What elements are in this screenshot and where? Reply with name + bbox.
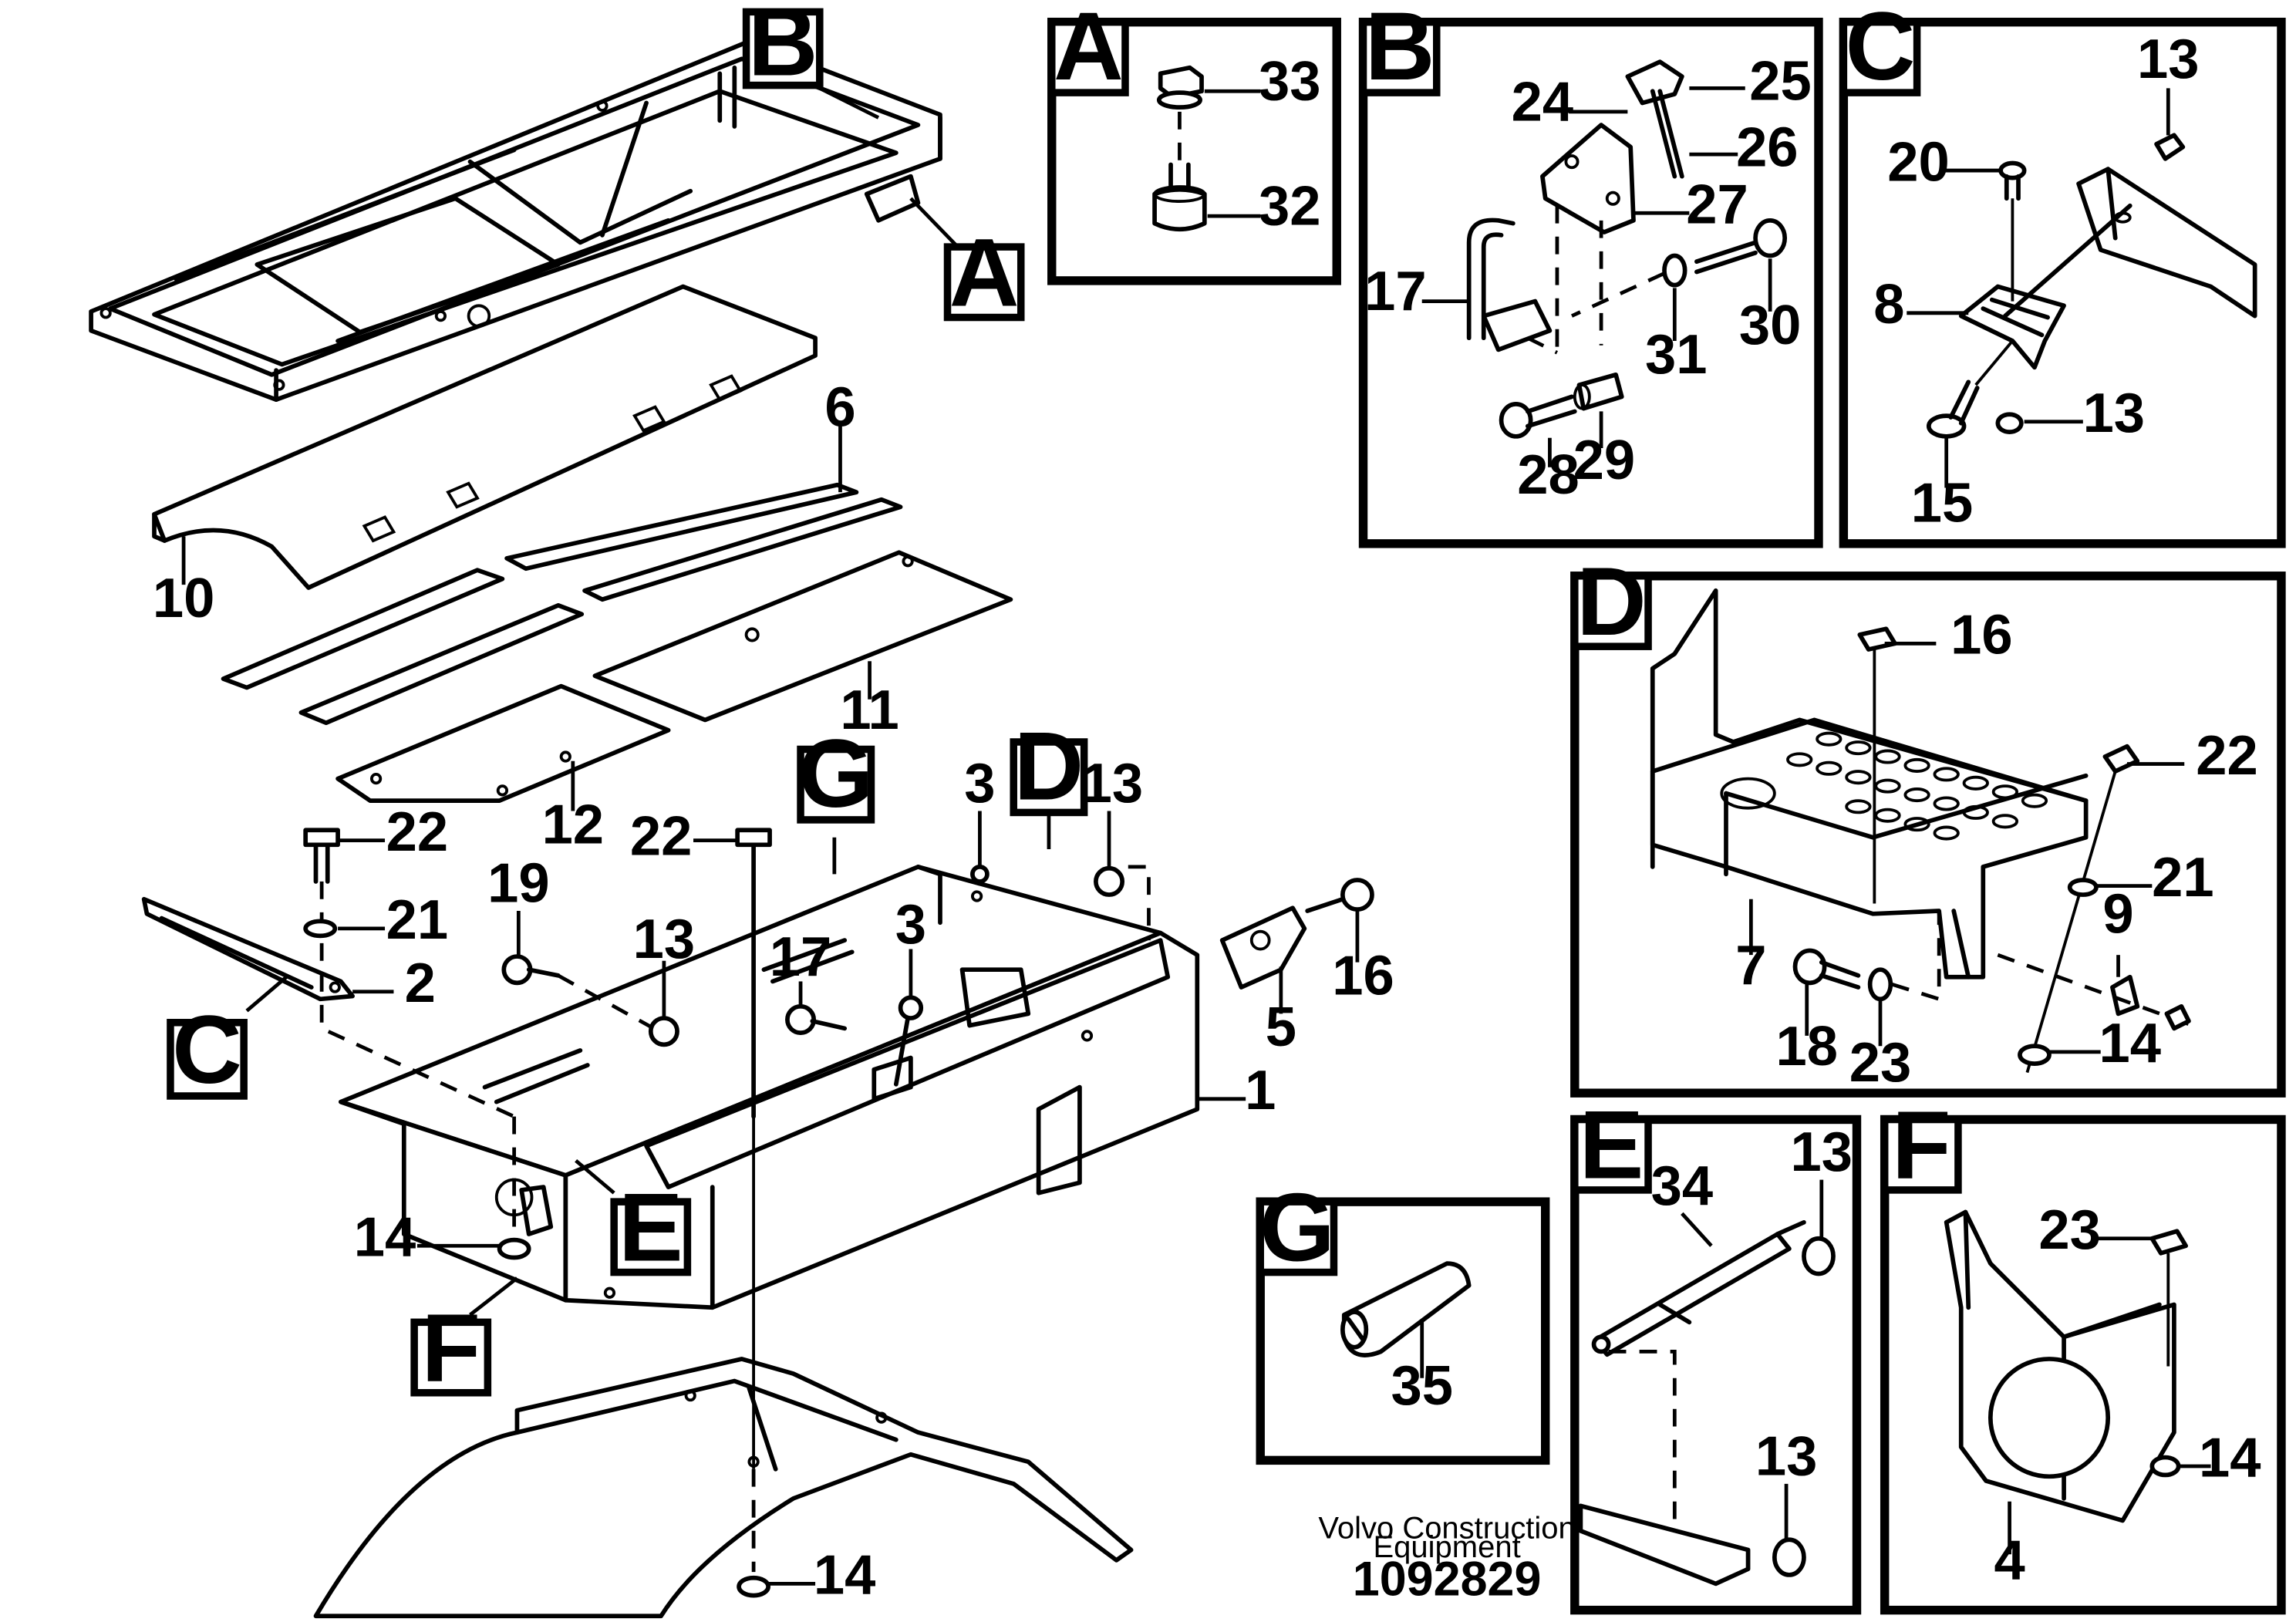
floor-plate-11 (592, 550, 1013, 723)
part-label: 7 (1735, 934, 1766, 996)
part-label: 35 (1391, 1354, 1453, 1417)
part-label: 13 (2137, 28, 2200, 90)
callout-F: F (410, 1293, 492, 1402)
seal-strips (221, 482, 903, 726)
detail-view-C: C 13 20 8 13 15 (1839, 0, 2286, 548)
part-label: 3 (964, 752, 995, 814)
part-label: 5 (1266, 996, 1296, 1058)
part-label: 15 (1911, 471, 1974, 534)
part-label: 14 (2099, 1012, 2162, 1074)
plate-12 (335, 683, 671, 804)
detail-view-D: D (1570, 547, 2286, 1098)
svg-text:G: G (798, 719, 874, 828)
part-label: 26 (1736, 116, 1799, 178)
detail-view-G: G 35 (1256, 1172, 1550, 1465)
svg-text:D: D (1576, 547, 1647, 656)
part-label: 14 (2199, 1426, 2261, 1489)
part-label: 13 (1755, 1425, 1818, 1487)
part-label: 11 (840, 679, 899, 741)
svg-text:E: E (1580, 1091, 1644, 1199)
part-label: 13 (633, 908, 696, 970)
part-label: 23 (2038, 1199, 2101, 1261)
drawing-number: 1092829 (1353, 1553, 1542, 1607)
part-label: 33 (1259, 50, 1321, 113)
callout-B: B (742, 0, 824, 96)
svg-text:A: A (1054, 0, 1124, 100)
svg-text:G: G (1259, 1172, 1335, 1281)
part-label: 21 (386, 889, 449, 951)
part-label: 17 (770, 926, 832, 988)
bracket-5 (1219, 905, 1307, 990)
part-label: 8 (1873, 273, 1904, 336)
part-label: 22 (2196, 724, 2258, 787)
part-label: 1 (1245, 1059, 1276, 1121)
part-label: 17 (1364, 260, 1427, 322)
main-part-numbers: 6 10 11 12 22 21 2 22 19 13 17 3 3 13 16… (153, 376, 1394, 1606)
part-label: 27 (1686, 174, 1748, 236)
part-label: 25 (1749, 50, 1812, 113)
frame-base (313, 1357, 1134, 1619)
callout-G: G (797, 719, 875, 828)
main-fasteners (303, 828, 1374, 1598)
part-label: 12 (542, 793, 605, 855)
main-leaders (181, 80, 1360, 1586)
cover-plate-10 (152, 284, 818, 590)
part-label: 13 (2083, 382, 2146, 444)
part-label: 16 (1950, 604, 2013, 666)
footer-company-line2: Equipment (1374, 1530, 1521, 1564)
part-label: 19 (487, 852, 550, 915)
part-label: 29 (1573, 429, 1636, 491)
callout-A: A (943, 218, 1025, 326)
footer-company: Volvo Construction (1318, 1511, 1575, 1545)
part-label: 14 (354, 1206, 416, 1269)
svg-text:C: C (172, 995, 242, 1104)
part-label: 22 (386, 801, 449, 863)
detail-view-A: A 33 32 (1047, 0, 1341, 285)
svg-text:F: F (1892, 1091, 1951, 1199)
svg-text:B: B (1365, 0, 1435, 100)
part-label: 6 (824, 376, 855, 438)
part-label: 3 (895, 893, 926, 956)
part-label: 30 (1739, 294, 1802, 356)
part-label: 13 (1081, 752, 1144, 814)
svg-text:F: F (421, 1293, 480, 1402)
perforations (1786, 731, 2048, 841)
detail-view-B: B 24 25 26 27 1 (1358, 0, 1823, 548)
svg-text:B: B (748, 0, 818, 96)
bracket-2 (141, 896, 355, 1002)
detail-view-E: E 34 13 13 (1570, 1091, 1862, 1615)
detail-view-F: F 23 14 4 (1880, 1091, 2286, 1615)
part-label: 16 (1332, 945, 1394, 1007)
part-label: 28 (1517, 443, 1580, 506)
part-label: 32 (1259, 175, 1321, 238)
callout-D: D (1010, 711, 1088, 820)
part-label: 4 (1994, 1529, 2025, 1592)
svg-text:C: C (1846, 0, 1916, 100)
part-label: 13 (1791, 1121, 1853, 1183)
part-label: 34 (1651, 1155, 1714, 1217)
svg-text:D: D (1014, 711, 1084, 820)
svg-text:E: E (619, 1172, 683, 1281)
part-label: 21 (2152, 846, 2214, 909)
part-label: 14 (814, 1544, 876, 1607)
callout-C: C (167, 995, 248, 1104)
part-label: 22 (630, 805, 693, 868)
part-label: 23 (1849, 1031, 1912, 1094)
part-label: 24 (1512, 70, 1574, 133)
part-label: 18 (1775, 1015, 1838, 1077)
part-label: 9 (2102, 883, 2133, 946)
part-label: 31 (1645, 323, 1708, 386)
part-label: 2 (405, 952, 436, 1014)
svg-text:A: A (949, 218, 1020, 326)
part-label: 20 (1887, 130, 1950, 193)
part-label: 10 (153, 567, 214, 629)
main-assembly-view (89, 39, 1374, 1619)
callout-E: E (610, 1172, 692, 1281)
footer: Volvo Construction Equipment 1092829 (1318, 1511, 1575, 1606)
